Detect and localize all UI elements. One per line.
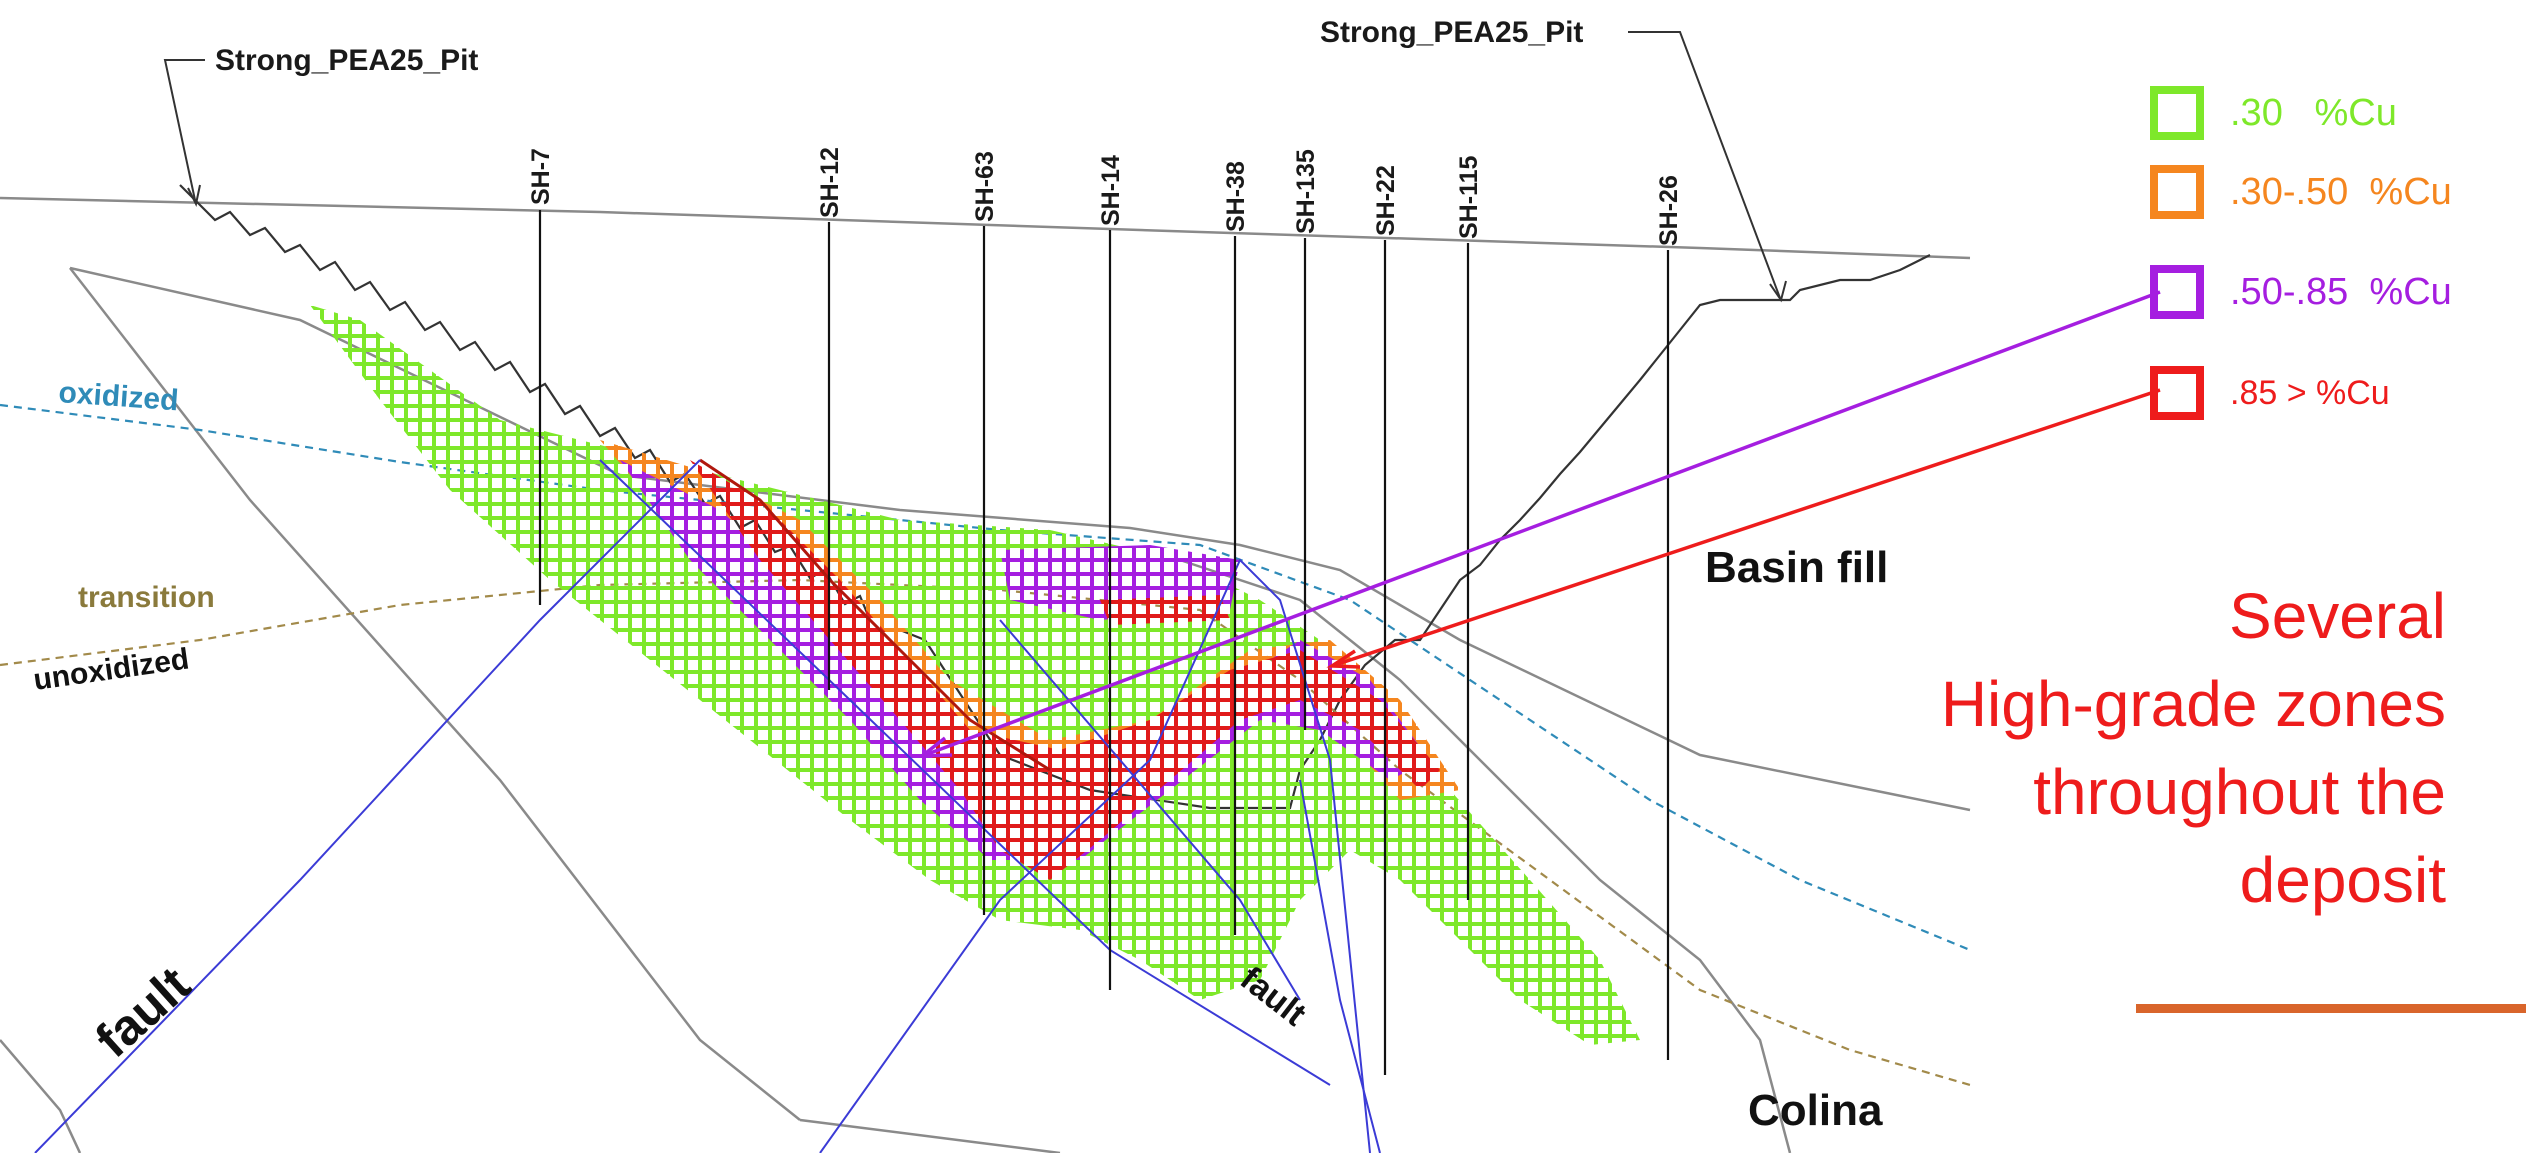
drillhole-label-sh-135: SH-135 (1292, 149, 1320, 234)
basin-fill-label: Basin fill (1705, 543, 1888, 592)
high-grade-callout: Several High-grade zones throughout the … (1746, 572, 2446, 924)
fault-trace-3 (599, 459, 1331, 1086)
legend-item-very-high: .85 > %Cu (2150, 358, 2390, 428)
pit-leader-right (1628, 31, 1781, 299)
drillhole-label-sh-7: SH-7 (527, 148, 555, 205)
drillhole-label-sh-14: SH-14 (1097, 155, 1125, 226)
red-pointer-head (1326, 649, 1361, 669)
topo-surface-line (0, 196, 1971, 260)
fault-trace-2 (819, 558, 1371, 1153)
legend-label-very-high: .85 > %Cu (2230, 373, 2390, 412)
drillhole-label-sh-63: SH-63 (971, 151, 999, 222)
legend-label-low: .30 %Cu (2230, 91, 2397, 134)
legend-label-medium: .30-.50 %Cu (2230, 170, 2452, 213)
fault-trace-4 (1299, 779, 1381, 1153)
pit-labels: Strong_PEA25_Pit Strong_PEA25_Pit (163, 16, 1787, 303)
legend-swatch-purple (2150, 265, 2204, 319)
drillhole-labels: SH-7 SH-12 SH-63 SH-14 SH-38 SH-135 SH-2… (527, 147, 1683, 246)
legend-swatch-orange (2150, 165, 2204, 219)
fault-trace-1 (34, 459, 701, 1153)
legend-pointer-arrows (916, 290, 2161, 758)
legend-swatch-green (2150, 86, 2204, 140)
drillhole-label-sh-115: SH-115 (1455, 156, 1483, 239)
callout-line-3: throughout the (2033, 756, 2446, 828)
purple-pointer-line (924, 290, 2161, 757)
purple-pointer-head (916, 736, 953, 758)
legend-item-medium: .30-.50 %Cu (2150, 157, 2452, 227)
fault-traces (34, 459, 1381, 1153)
basement-line-far-left (0, 1039, 82, 1153)
pit-label-left: Strong_PEA25_Pit (215, 44, 478, 77)
transition-label: transition (78, 581, 215, 614)
very-high-grade-red-blocks (690, 460, 1440, 880)
callout-line-1: Several (2229, 580, 2446, 652)
pit-leader-left-arrow (187, 184, 201, 208)
drillhole-label-sh-26: SH-26 (1655, 175, 1683, 246)
legend-label-high: .50-.85 %Cu (2230, 270, 2452, 313)
high-grade-purple-blocks (620, 460, 1430, 860)
fault-trace-5 (999, 619, 1301, 1001)
colina-label: Colina (1748, 1086, 1883, 1135)
legend-item-low: .30 %Cu (2150, 78, 2397, 148)
medium-grade-blocks (600, 440, 1460, 820)
colina-contact (1179, 558, 1792, 1153)
drillhole-label-sh-12: SH-12 (816, 147, 844, 218)
legend-swatch-red (2150, 366, 2204, 420)
basement-line-left (69, 267, 801, 1121)
oxidized-label: oxidized (58, 376, 180, 417)
drillhole-traces (538, 210, 1670, 1075)
fault-label-left: fault (85, 956, 201, 1068)
pit-label-right: Strong_PEA25_Pit (1320, 16, 1583, 49)
callout-line-4: deposit (2239, 844, 2446, 916)
accent-divider (2136, 1004, 2526, 1013)
pit-leader-left (163, 59, 205, 201)
basement-line-right (799, 1118, 1061, 1153)
red-pointer-line (1334, 388, 2161, 667)
legend-item-high: .50-.85 %Cu (2150, 257, 2452, 327)
pit-leader-right-arrow (1769, 280, 1787, 303)
drillhole-label-sh-38: SH-38 (1222, 161, 1250, 232)
callout-line-2: High-grade zones (1940, 668, 2446, 740)
oxidized-boundary (0, 403, 1971, 952)
drillhole-label-sh-22: SH-22 (1372, 165, 1400, 236)
zone-labels: oxidized transition unoxidized (31, 376, 214, 697)
